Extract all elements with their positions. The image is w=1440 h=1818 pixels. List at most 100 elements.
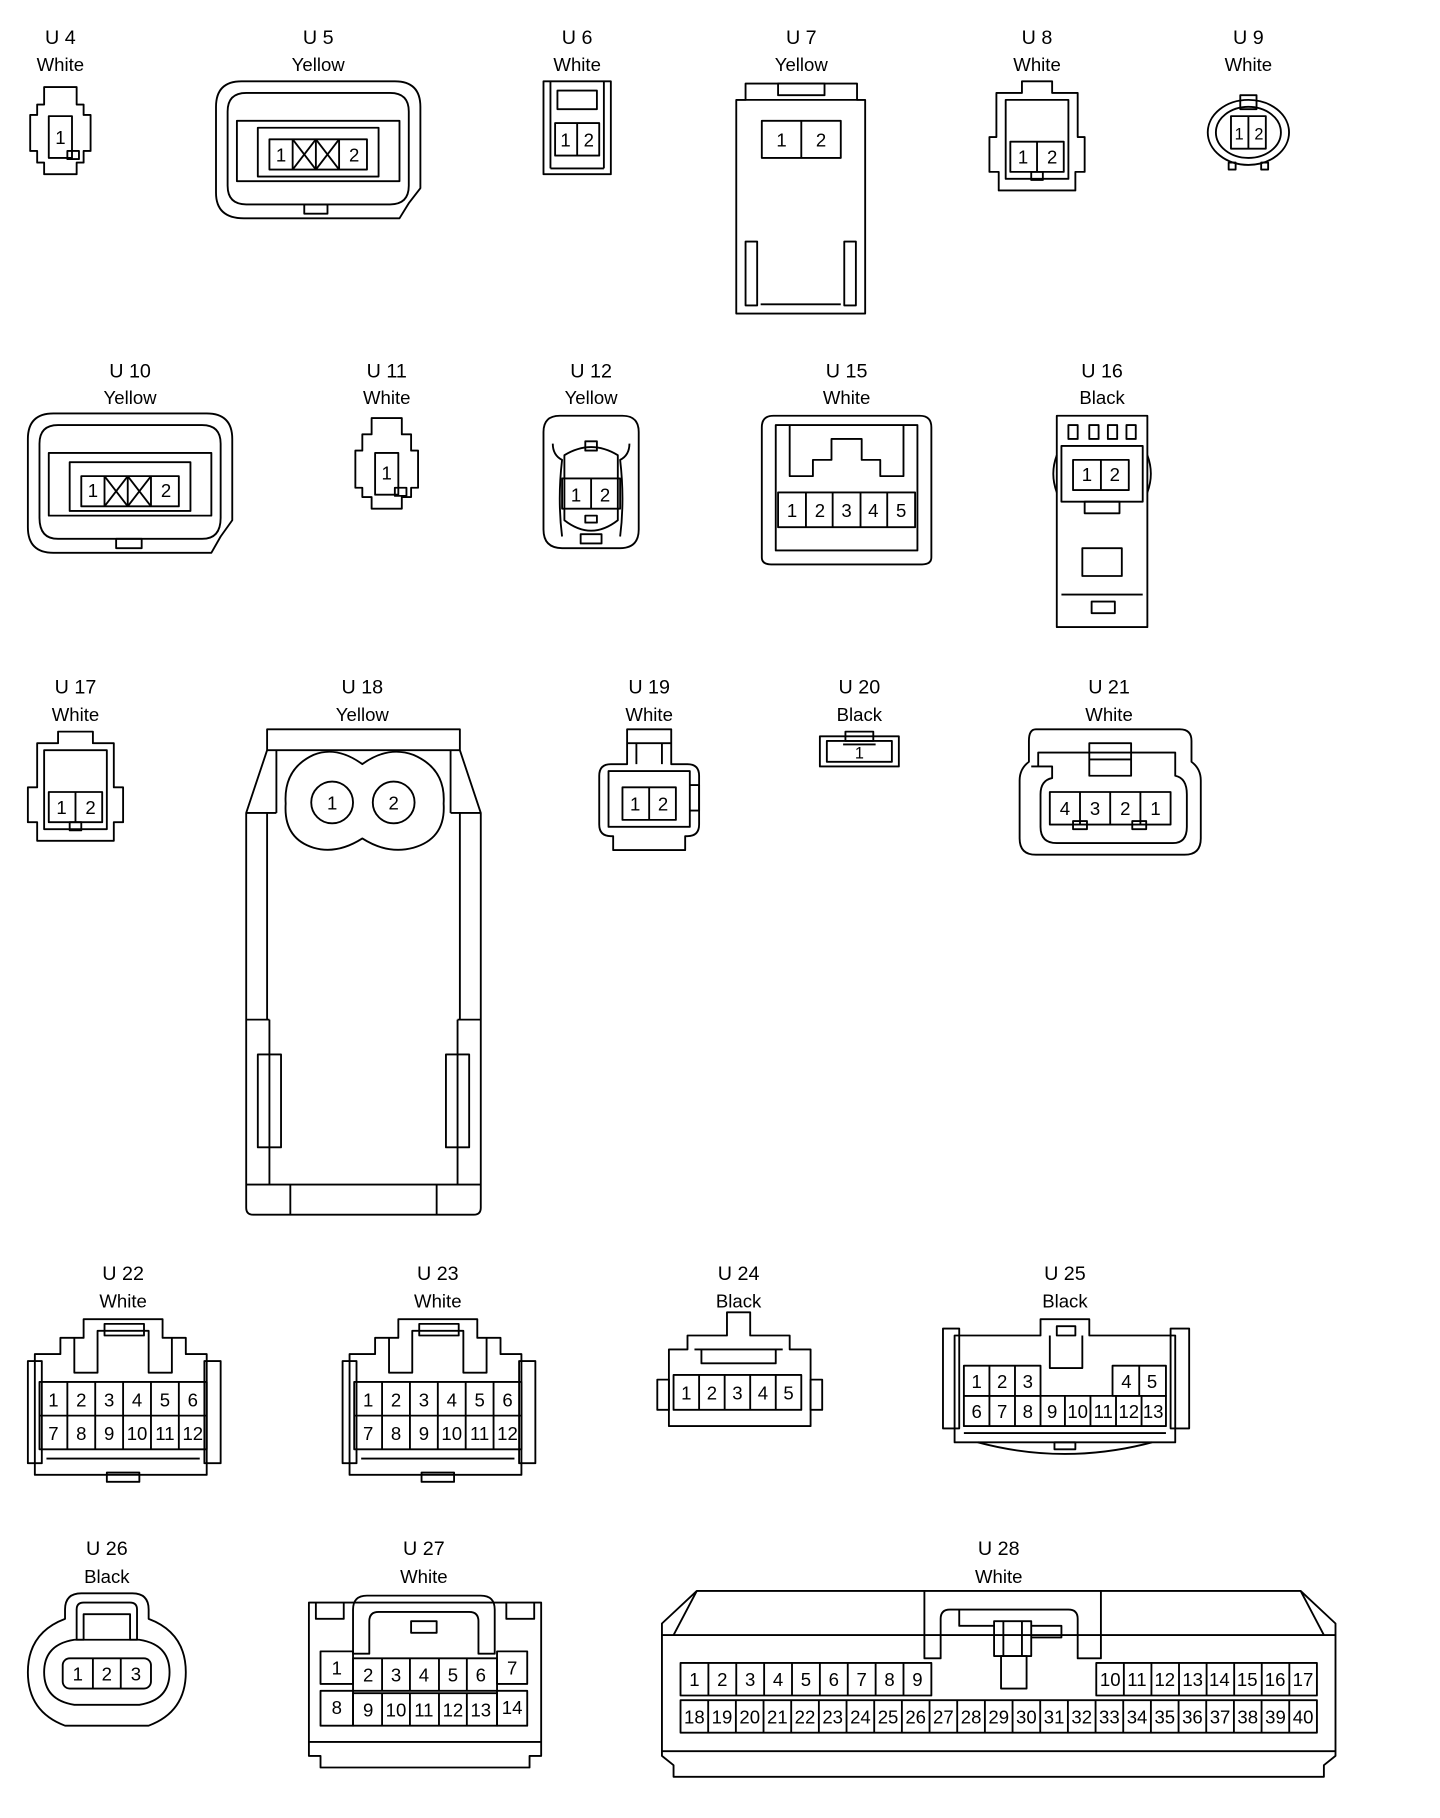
pin-label: 20 xyxy=(739,1706,760,1727)
pin-label: 4 xyxy=(773,1669,783,1690)
connector-color: Black xyxy=(716,1291,762,1312)
pin-label: 17 xyxy=(1293,1669,1314,1690)
pin-label: 11 xyxy=(414,1699,433,1720)
pin-label: 4 xyxy=(1121,1371,1131,1392)
pin-label: 1 xyxy=(55,127,65,148)
pin-label: 3 xyxy=(841,500,851,521)
connector-color: White xyxy=(625,704,673,725)
connector-id: U 4 xyxy=(45,27,76,49)
pin-label: 1 xyxy=(73,1663,83,1684)
pin-label: 14 xyxy=(502,1697,523,1718)
pin-label: 14 xyxy=(1209,1669,1230,1690)
pin-label: 8 xyxy=(884,1669,894,1690)
connector-id: U 16 xyxy=(1081,360,1123,382)
connector-u12: U 12 Yellow 1 2 xyxy=(542,360,640,550)
connector-u20: U 20 Black 1 xyxy=(818,676,900,768)
pin-label: 1 xyxy=(1082,464,1092,485)
connector-id: U 5 xyxy=(303,27,334,49)
connector-u19: U 19 White 1 2 xyxy=(598,676,701,852)
u28-pin-grid xyxy=(707,1662,1291,1733)
pin-label: 1 xyxy=(327,792,337,813)
pin-label: 34 xyxy=(1127,1706,1148,1727)
pin-label: 2 xyxy=(363,1665,373,1686)
connector-u4: U 4 White 1 xyxy=(29,27,92,176)
pin-label: 3 xyxy=(419,1389,429,1410)
pin-label: 7 xyxy=(507,1658,517,1679)
pin-label: 24 xyxy=(850,1706,871,1727)
connector-color: Yellow xyxy=(336,704,390,725)
pin-row-top: 1 2 3 4 5 6 xyxy=(363,1389,513,1410)
pin-label: 1 xyxy=(48,1389,58,1410)
pin-label: 4 xyxy=(1060,798,1070,819)
pin-label: 5 xyxy=(448,1665,458,1686)
connector-u25: U 25 Black 1 2 3 4 5 6 7 8 9 xyxy=(942,1263,1191,1455)
pin-label: 2 xyxy=(85,797,95,818)
pin-label: 1 xyxy=(681,1382,691,1403)
pin-label: 8 xyxy=(76,1423,86,1444)
pin-label: 2 xyxy=(391,1389,401,1410)
connector-u15: U 15 White 1 2 3 4 5 xyxy=(760,360,933,566)
pin-label: 2 xyxy=(102,1663,112,1684)
pin-label: 1 xyxy=(1018,147,1028,168)
connector-u21: U 21 White 4 3 2 1 xyxy=(1018,676,1202,856)
pin-label: 2 xyxy=(1047,147,1057,168)
connector-color: White xyxy=(414,1291,462,1312)
pin-label: 37 xyxy=(1210,1706,1231,1727)
connector-id: U 17 xyxy=(55,676,97,698)
pin-label: 10 xyxy=(1100,1669,1121,1690)
pin-label: 2 xyxy=(1110,464,1120,485)
pin-label: 2 xyxy=(717,1669,727,1690)
connector-u5: U 5 Yellow 1 2 xyxy=(215,27,422,220)
pin-label: 3 xyxy=(732,1382,742,1403)
connector-color: White xyxy=(400,1566,448,1587)
pin-label: 13 xyxy=(1182,1669,1203,1690)
pin-label: 4 xyxy=(758,1382,768,1403)
pin-label: 32 xyxy=(1071,1706,1092,1727)
pin-label: 9 xyxy=(1047,1401,1057,1422)
connector-u16: U 16 Black 1 2 xyxy=(1052,360,1152,629)
pin-label: 5 xyxy=(474,1389,484,1410)
pin-label: 2 xyxy=(997,1371,1007,1392)
pin-label: 12 xyxy=(182,1423,203,1444)
connector-color: White xyxy=(553,54,601,75)
pin-row-bottom: 7 8 9 10 11 12 xyxy=(48,1423,203,1444)
pin-label: 1 xyxy=(689,1669,699,1690)
connector-id: U 23 xyxy=(417,1263,459,1285)
pin-label: 4 xyxy=(447,1389,457,1410)
connector-color: Black xyxy=(837,704,883,725)
pin-label: 1 xyxy=(855,744,864,762)
pin-label: 1 xyxy=(56,797,66,818)
pin-label: 22 xyxy=(795,1706,816,1727)
pin-label: 6 xyxy=(188,1389,198,1410)
pin-label: 12 xyxy=(1154,1669,1175,1690)
pin-label: 13 xyxy=(1143,1401,1164,1422)
pin-label: 12 xyxy=(497,1423,518,1444)
pin-label: 3 xyxy=(131,1663,141,1684)
pin-label: 7 xyxy=(857,1669,867,1690)
connector-u22: U 22 White 1 2 3 4 5 6 7 8 xyxy=(26,1263,222,1483)
pin-label: 11 xyxy=(470,1423,489,1444)
connector-id: U 9 xyxy=(1233,27,1264,49)
connector-id: U 11 xyxy=(367,360,407,382)
pin-label: 2 xyxy=(389,792,399,813)
connector-id: U 21 xyxy=(1088,676,1130,698)
pin-label: 39 xyxy=(1265,1706,1286,1727)
connector-color: White xyxy=(1013,54,1061,75)
pin-label: 18 xyxy=(684,1706,705,1727)
pin-label: 1 xyxy=(776,129,786,150)
connector-color: Black xyxy=(84,1566,130,1587)
pin-label: 3 xyxy=(1023,1371,1033,1392)
pin-label: 11 xyxy=(1094,1401,1113,1422)
pin-label: 28 xyxy=(961,1706,982,1727)
pin-label: 7 xyxy=(997,1401,1007,1422)
pin-label: 1 xyxy=(88,480,98,501)
pin-label: 11 xyxy=(1127,1669,1146,1690)
pin-label: 2 xyxy=(1254,125,1263,143)
pin-label: 5 xyxy=(783,1382,793,1403)
connector-id: U 26 xyxy=(86,1538,128,1560)
pin-label: 7 xyxy=(48,1423,58,1444)
pin-label: 2 xyxy=(815,500,825,521)
pin-label: 23 xyxy=(822,1706,843,1727)
pin-label: 25 xyxy=(878,1706,899,1727)
connector-u7: U 7 Yellow 1 2 xyxy=(735,27,867,315)
